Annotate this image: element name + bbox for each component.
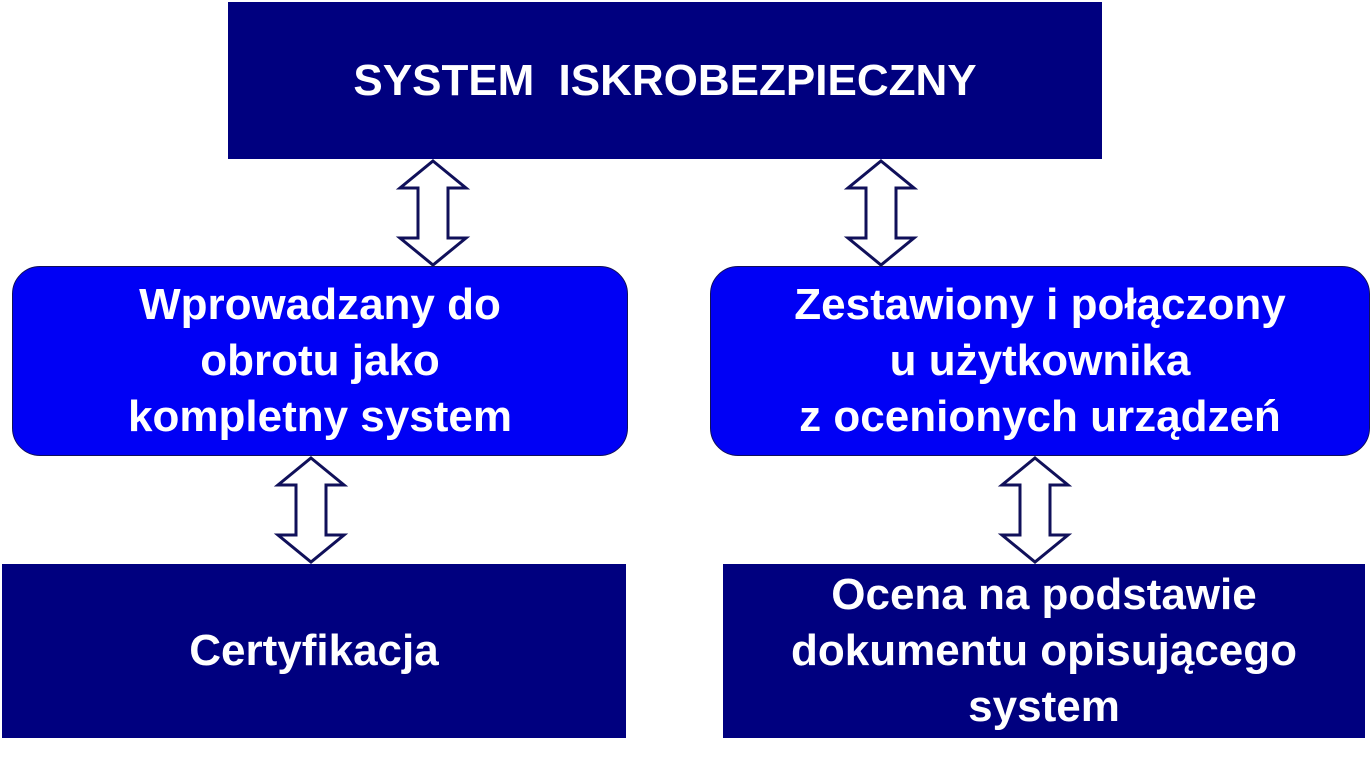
left-bottom-box-label: Certyfikacja [189,626,439,675]
top-box-system: SYSTEM ISKROBEZPIECZNY [228,2,1102,159]
right-bottom-box-label: Ocena na podstawie dokumentu opisującego… [790,570,1298,731]
left-mid-box: Wprowadzany do obrotu jako kompletny sys… [12,266,628,456]
left-bottom-box: Certyfikacja [2,564,626,738]
double-arrow-icon [395,159,471,267]
double-arrow-icon [273,456,349,564]
double-arrow-icon [843,159,919,267]
right-mid-box: Zestawiony i połączony u użytkownika z o… [710,266,1370,456]
double-arrow-icon [997,456,1073,564]
right-mid-box-label: Zestawiony i połączony u użytkownika z o… [794,280,1286,441]
left-mid-box-label: Wprowadzany do obrotu jako kompletny sys… [128,280,512,441]
arrow-right-mid-to-right-bottom [997,456,1073,564]
arrow-left-mid-to-left-bottom [273,456,349,564]
right-bottom-box: Ocena na podstawie dokumentu opisującego… [723,564,1365,738]
arrow-top-to-left-mid [395,159,471,267]
arrow-top-to-right-mid [843,159,919,267]
top-box-label: SYSTEM ISKROBEZPIECZNY [353,55,977,105]
